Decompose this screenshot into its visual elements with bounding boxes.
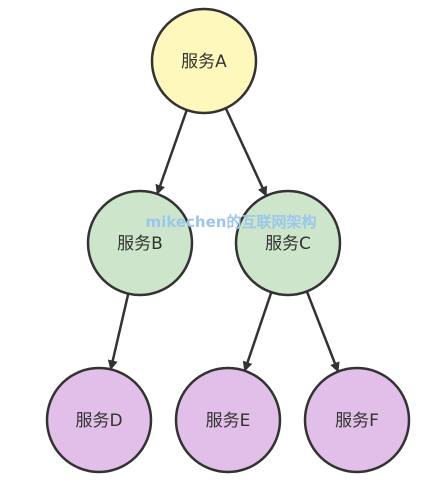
node-service-c: 服务C — [234, 189, 342, 297]
edge-a-to-b — [155, 109, 188, 195]
node-service-e-label: 服务E — [206, 411, 251, 431]
node-service-e: 服务E — [174, 366, 282, 474]
node-service-e-circle — [174, 366, 282, 474]
node-service-f-label: 服务F — [335, 411, 379, 431]
edge-b-to-d — [107, 293, 130, 371]
node-service-d-circle — [45, 366, 153, 474]
edges-group — [107, 107, 340, 373]
node-service-c-label: 服务C — [265, 234, 311, 254]
node-service-c-circle — [234, 189, 342, 297]
node-service-a: 服务A — [150, 7, 258, 115]
node-service-b-circle — [86, 189, 194, 297]
node-service-b: 服务B — [86, 189, 194, 297]
watermark-text: mikechen的互联网架构 — [146, 213, 317, 231]
edge-a-to-c — [224, 107, 267, 197]
node-service-d: 服务D — [45, 366, 153, 474]
node-service-a-label: 服务A — [181, 52, 227, 72]
node-service-d-label: 服务D — [75, 411, 122, 431]
edge-c-to-f — [305, 290, 340, 373]
node-service-f: 服务F — [303, 366, 411, 474]
edge-c-to-e — [242, 291, 273, 372]
node-service-b-label: 服务B — [117, 234, 163, 254]
node-service-a-circle — [150, 7, 258, 115]
node-service-f-circle — [303, 366, 411, 474]
nodes-group: 服务A 服务B 服务C 服务D 服务E 服务F — [45, 7, 411, 474]
